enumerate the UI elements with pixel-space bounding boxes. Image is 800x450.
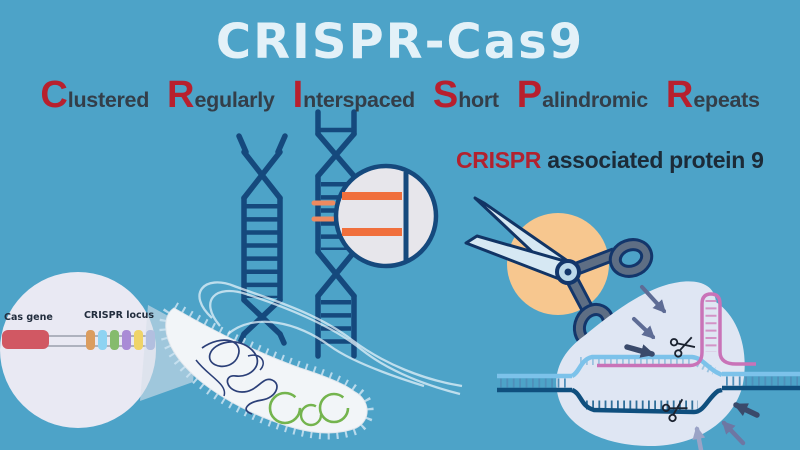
guide-rna-hairpin bbox=[597, 292, 756, 368]
acronym-line: Clustered Regularly Interspaced Short Pa… bbox=[0, 74, 800, 117]
repeat-rungs-orange bbox=[311, 200, 336, 222]
acronym-word-palindromic: Palindromic bbox=[516, 74, 648, 116]
dna-double-helix-left bbox=[236, 133, 288, 346]
cas9-caption-rest: associated protein 9 bbox=[541, 147, 764, 173]
magnifier-lens bbox=[333, 163, 439, 269]
acronym-word-interspaced: Interspaced bbox=[292, 74, 416, 116]
repeat-magnifier bbox=[333, 163, 439, 269]
arrow bbox=[692, 426, 706, 450]
locus-segment bbox=[86, 330, 95, 350]
bacterium-body bbox=[165, 307, 368, 434]
scissors-blades bbox=[464, 196, 574, 282]
chromosomal-dna-squiggle bbox=[201, 339, 278, 415]
inset-circle bbox=[0, 272, 156, 428]
cut-site-arrows bbox=[624, 285, 760, 450]
acronym-word-regularly: Regularly bbox=[167, 74, 275, 116]
acronym-word-repeats: Repeats bbox=[665, 74, 760, 116]
arrow bbox=[624, 344, 655, 358]
displaced-top-strand bbox=[570, 354, 724, 379]
cut-scissors-icon bbox=[661, 398, 688, 423]
locus-segment bbox=[98, 330, 107, 350]
plasmid-circle bbox=[318, 392, 350, 424]
locus-segment bbox=[134, 330, 143, 350]
magnified-repeat-band bbox=[342, 192, 402, 200]
flagella bbox=[198, 281, 463, 396]
cas9-scissors-icon bbox=[464, 196, 654, 350]
arrow bbox=[640, 285, 667, 314]
bacterium-cell bbox=[159, 281, 463, 440]
page-title: CRISPR-Cas9 bbox=[215, 14, 585, 70]
acronym-word-short: Short bbox=[432, 74, 499, 116]
arrow bbox=[632, 317, 656, 340]
locus-segment bbox=[122, 330, 131, 350]
arrow bbox=[721, 420, 746, 446]
crispr-locus-inset bbox=[0, 272, 156, 428]
cas9-dna-complex bbox=[497, 281, 800, 450]
magnified-repeat-band bbox=[342, 228, 402, 236]
chromosomal-dna-squiggle bbox=[195, 354, 264, 397]
cut-scissors-icon bbox=[669, 336, 696, 358]
cas9-caption: CRISPR associated protein 9 bbox=[456, 147, 764, 174]
displaced-bottom-strand bbox=[570, 387, 723, 415]
cas9-caption-highlight: CRISPR bbox=[456, 147, 542, 173]
acronym-word-clustered: Clustered bbox=[40, 74, 150, 116]
cas-gene-label: Cas gene bbox=[4, 312, 53, 323]
cas-gene-block bbox=[2, 330, 49, 349]
locus-segment bbox=[110, 330, 119, 350]
crispr-locus-label: CRISPR locus bbox=[83, 310, 155, 321]
arrow bbox=[733, 402, 760, 418]
plasmid-circle bbox=[268, 391, 302, 425]
